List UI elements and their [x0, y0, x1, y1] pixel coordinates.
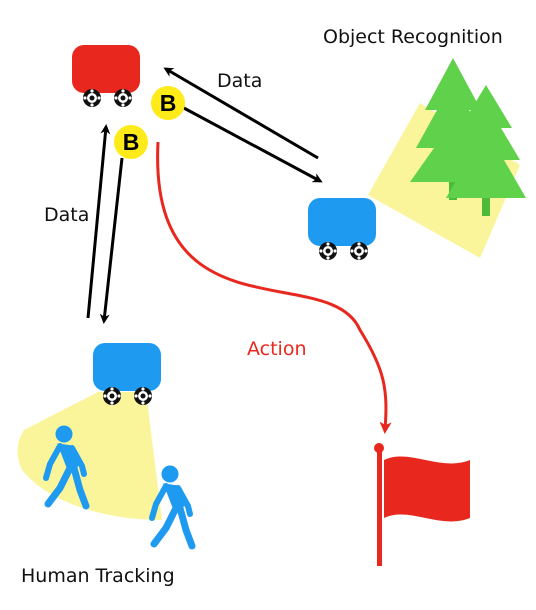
walking-person-icon-2	[152, 466, 192, 546]
human-robot-icon	[93, 343, 161, 405]
object-robot-icon	[308, 198, 376, 260]
data-label-left: Data	[44, 204, 90, 226]
arrow-human-to-base	[86, 124, 111, 319]
badge-b-label-2: B	[123, 129, 140, 155]
action-path	[156, 141, 392, 434]
human-tracking-fov	[17, 392, 162, 520]
data-label-top: Data	[217, 70, 263, 92]
arrow-base-to-human	[99, 157, 124, 324]
tree-icon-large	[410, 58, 496, 200]
arrow-to-base-from-object	[163, 67, 319, 160]
tree-icon-small	[446, 85, 526, 216]
action-label: Action	[247, 338, 307, 360]
badge-b-icon-2: B	[114, 125, 148, 159]
flag-icon	[374, 443, 470, 566]
badge-b-label-1: B	[160, 90, 177, 116]
badge-b-icon-1: B	[151, 86, 185, 120]
object-recognition-label: Object Recognition	[323, 26, 503, 48]
base-robot-icon	[72, 45, 140, 107]
human-tracking-label: Human Tracking	[21, 565, 175, 587]
arrow-base-to-object	[181, 105, 323, 183]
